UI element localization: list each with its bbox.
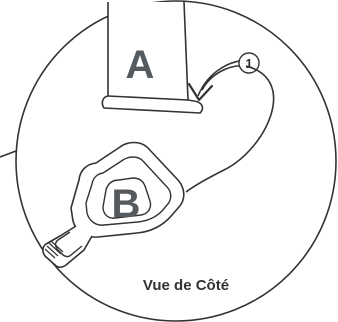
cord-line [185,65,275,193]
arrow-head [187,82,214,102]
connector-rib [46,245,59,257]
connector-rib [48,242,62,255]
connector-rib [50,240,64,253]
part-a: A [101,1,204,114]
connector-inner [54,231,83,258]
view-caption: Vue de Côté [143,277,229,294]
callout-leader-line [0,150,17,158]
connector-rib [44,248,56,259]
part-a-fold-line [107,95,189,101]
part-b-label: B [112,182,141,226]
step-number: 1 [245,56,252,71]
detail-circle [15,0,337,322]
part-a-label: A [126,43,155,87]
connector-body [42,225,93,269]
part-b-connector [42,225,93,269]
part-a-body [101,1,204,114]
part-b-core [102,177,152,219]
part-b: B [70,141,185,238]
